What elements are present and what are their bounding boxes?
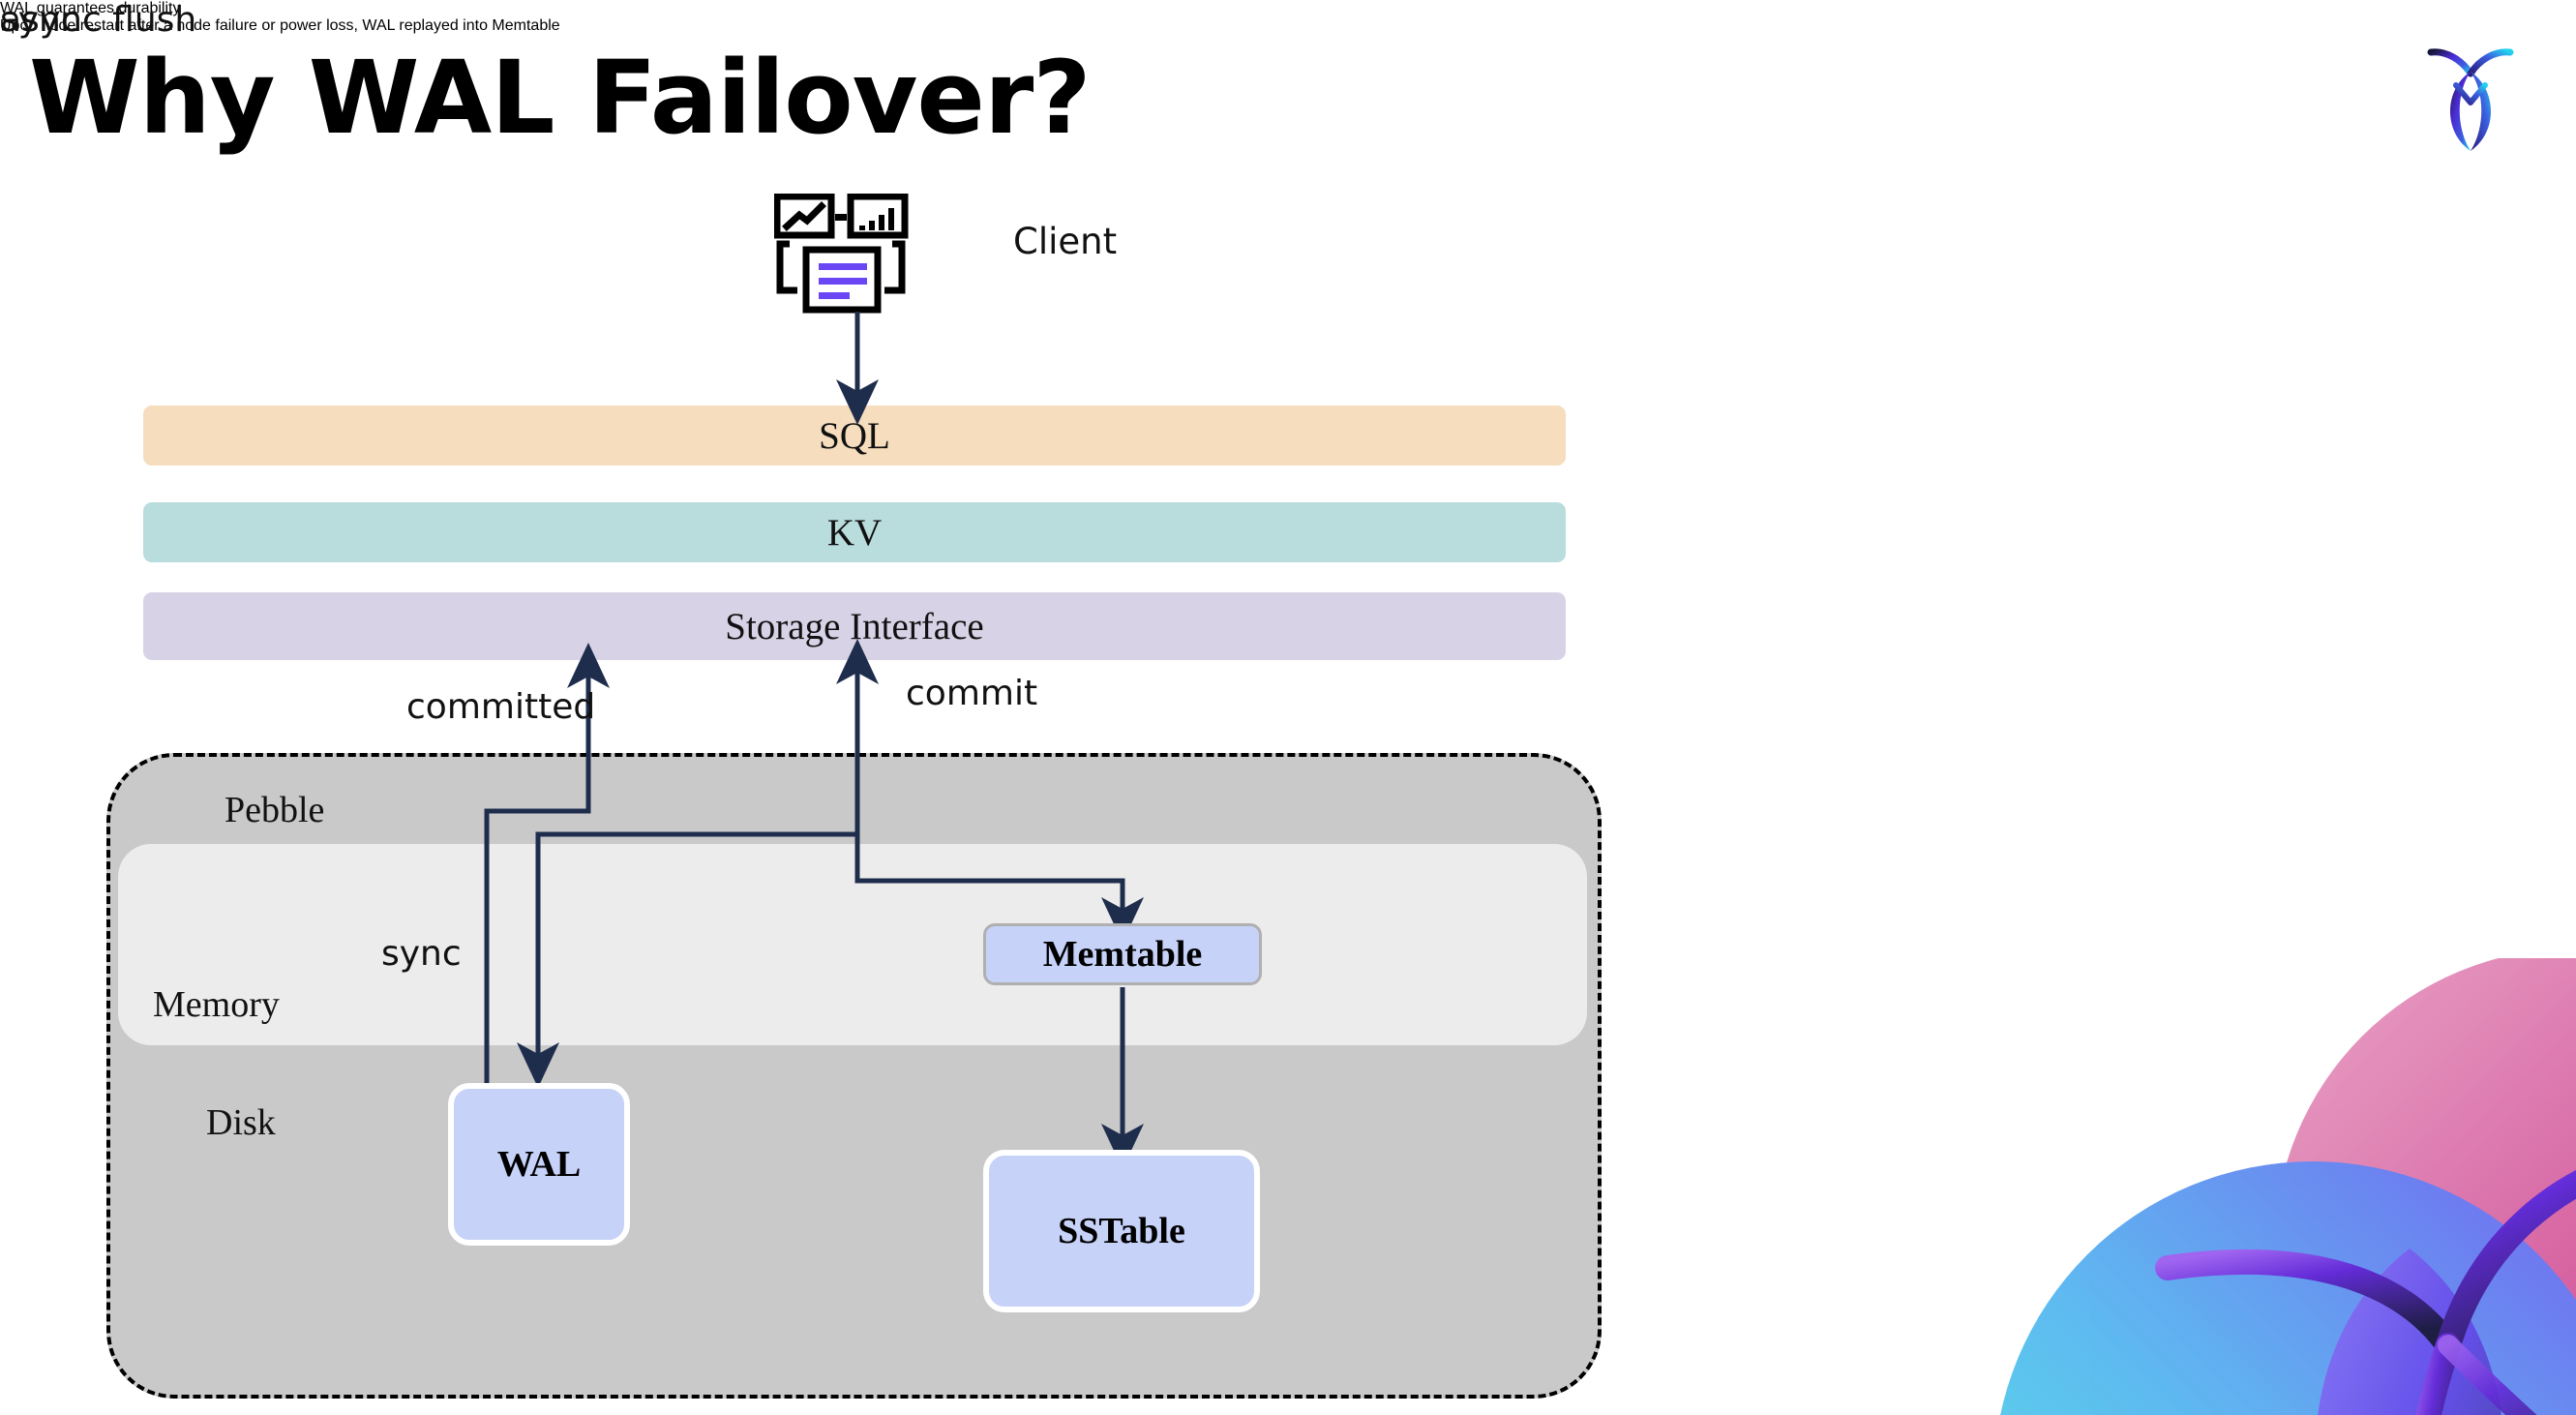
layer-kv: KV: [143, 502, 1566, 562]
bullet-text: WAL guarantees durability: [0, 0, 181, 16]
list-item: WAL guarantees durability: [0, 0, 2576, 17]
node-memtable: Memtable: [983, 923, 1262, 985]
memory-label: Memory: [153, 984, 280, 1025]
layer-sql-label: SQL: [819, 414, 890, 457]
node-sstable-label: SSTable: [1058, 1211, 1185, 1251]
bullet-list: WAL guarantees durability Upon node rest…: [0, 0, 2576, 35]
node-memtable-label: Memtable: [1042, 934, 1203, 975]
edge-label-sync-up: sync: [381, 934, 462, 974]
page-title: Why WAL Failover?: [29, 39, 1092, 157]
list-item: Upon node restart after a node failure o…: [0, 17, 2576, 35]
node-wal: WAL: [448, 1083, 630, 1246]
cockroachdb-logo: [2417, 39, 2524, 157]
edge-label-commit: commit: [906, 674, 1038, 713]
edge-label-async-flush: async flush: [0, 0, 197, 40]
node-wal-label: WAL: [496, 1144, 582, 1185]
edge-label-committed: committed: [406, 687, 596, 727]
edge-label-sync-down: sync: [0, 0, 80, 40]
layer-storage-interface: Storage Interface: [143, 592, 1566, 660]
client-label: Client: [1013, 221, 1118, 262]
layer-sql: SQL: [143, 406, 1566, 466]
layer-storage-interface-label: Storage Interface: [725, 605, 984, 647]
client-dashboard-icon: [773, 193, 929, 319]
pebble-label: Pebble: [225, 790, 325, 830]
node-sstable: SSTable: [983, 1150, 1260, 1312]
disk-label: Disk: [206, 1102, 276, 1143]
bullet-text: Upon node restart after a node failure o…: [0, 17, 560, 34]
layer-kv-label: KV: [826, 511, 883, 554]
memory-region: [118, 844, 1587, 1045]
cockroachdb-watermark: [1993, 958, 2576, 1415]
